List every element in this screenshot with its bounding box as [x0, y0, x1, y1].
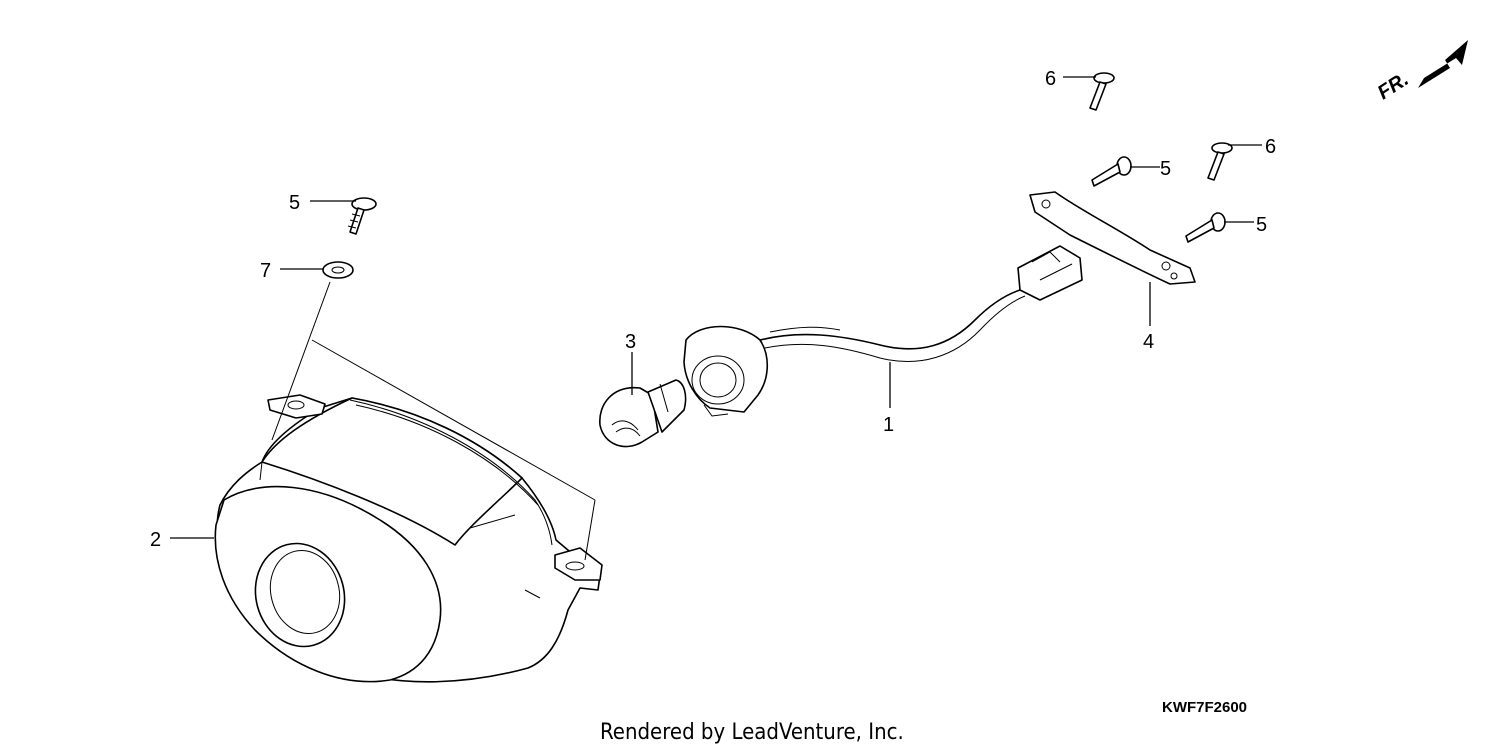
bulb[interactable]: [599, 379, 687, 448]
callout-5-right: 5: [1256, 214, 1267, 236]
socket-harness[interactable]: [683, 245, 1083, 417]
screw-5-left[interactable]: [347, 197, 377, 235]
callout-6-right: 6: [1265, 136, 1276, 158]
headlight-ridge: [349, 399, 553, 546]
diagram-code: KWF7F2600: [1162, 699, 1247, 716]
bulb-socket: [683, 325, 769, 413]
screw-5-right[interactable]: [1185, 212, 1226, 243]
alignment-lines: [271, 281, 596, 561]
screw-6-top[interactable]: [1089, 72, 1115, 111]
bracket[interactable]: [1029, 191, 1196, 285]
callout-4: 4: [1143, 331, 1154, 353]
credit-text: Rendered by LeadVenture, Inc.: [600, 720, 904, 745]
front-label: FR.: [1374, 68, 1413, 104]
callout-5-mid: 5: [1160, 158, 1171, 180]
headlight-tab-left: [267, 394, 326, 419]
callout-6-top: 6: [1045, 68, 1056, 90]
front-direction-indicator: FR.: [1374, 40, 1468, 104]
callout-7: 7: [260, 260, 271, 282]
callout-1: 1: [883, 414, 894, 436]
callout-3: 3: [625, 331, 636, 353]
washer-7[interactable]: [322, 261, 354, 279]
headlight-assembly[interactable]: [214, 394, 603, 683]
leader-lines: [170, 76, 1262, 539]
screw-6-right[interactable]: [1207, 142, 1233, 181]
headlight-tab-right: [554, 547, 603, 581]
front-arrow-icon: [1418, 40, 1468, 88]
callout-5-left: 5: [289, 192, 300, 214]
screw-5-mid[interactable]: [1091, 156, 1132, 187]
headlight-crown: [261, 397, 523, 546]
callout-2: 2: [150, 529, 161, 551]
harness-connector: [1017, 245, 1083, 301]
headlight-lens: [254, 542, 346, 648]
